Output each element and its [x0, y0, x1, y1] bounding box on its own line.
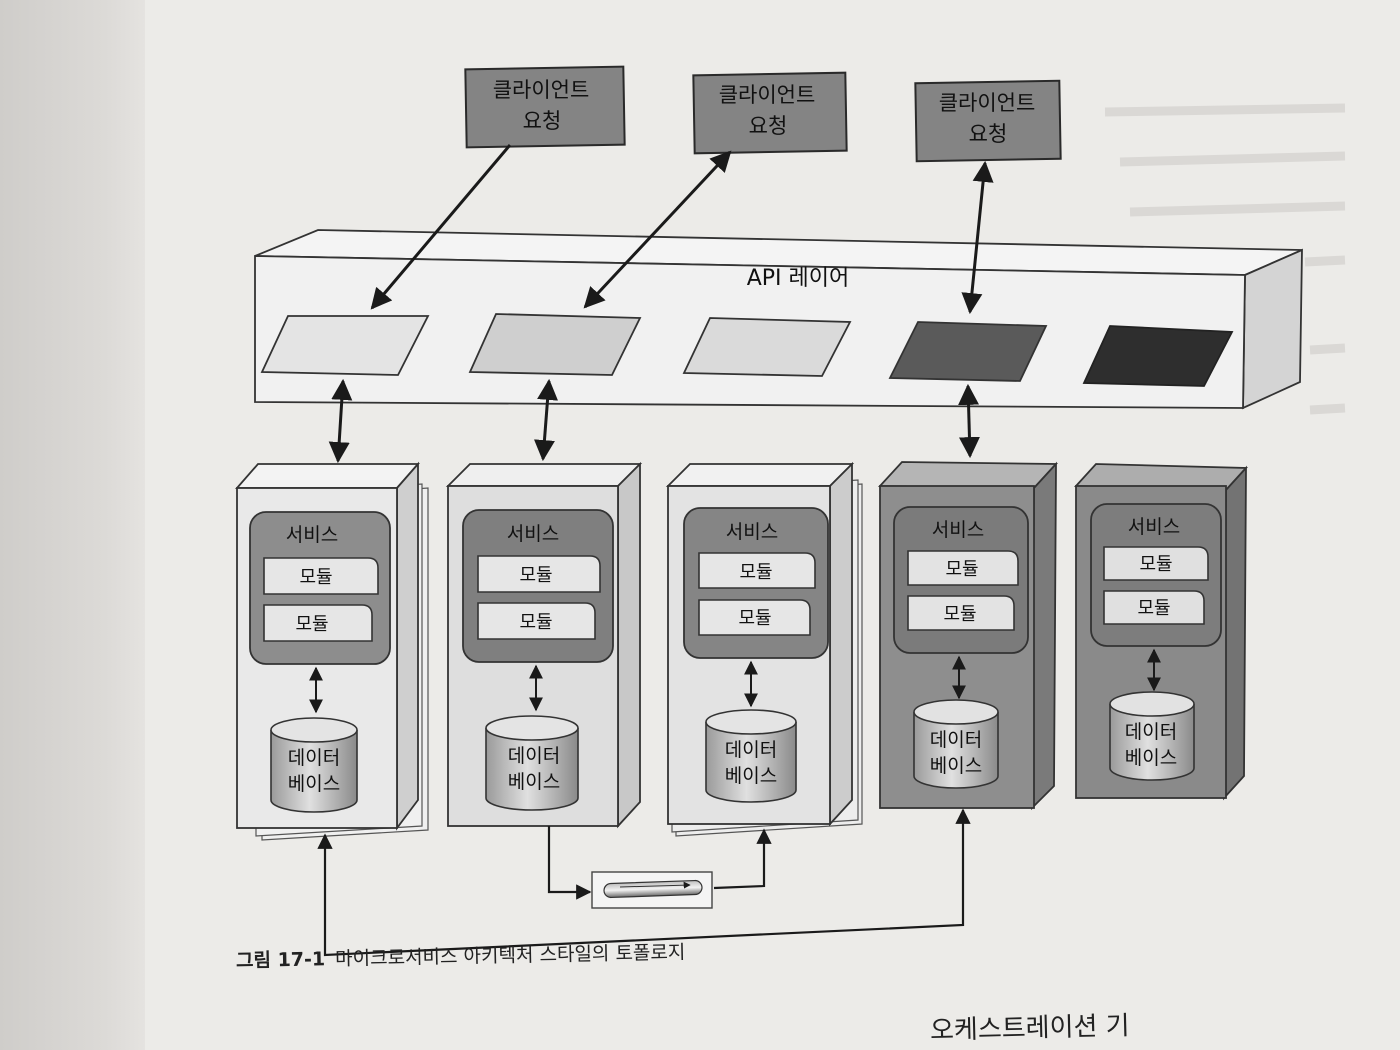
module-label: 모듈	[519, 612, 552, 633]
client-request-box: 클라이언트 요청	[464, 65, 626, 149]
database-label-line2: 베이스	[288, 773, 340, 795]
service-instance: 서비스 모듈 모듈 데이터 베이스	[445, 461, 643, 829]
database-label-line2: 베이스	[508, 771, 560, 793]
service-label: 서비스	[507, 523, 559, 545]
background-text-lines	[1104, 103, 1346, 415]
module-label: 모듈	[299, 567, 332, 588]
module-label: 모듈	[519, 565, 552, 586]
database-label-line1: 데이터	[930, 729, 982, 751]
figure-number: 그림 17-1	[235, 948, 326, 972]
api-gateway-endpoint	[682, 317, 852, 377]
database-label-line1: 데이터	[508, 745, 560, 767]
database-label-line2: 베이스	[725, 765, 777, 787]
client-label-line2: 요청	[749, 114, 788, 138]
client-label-line2: 요청	[523, 109, 562, 133]
module-label: 모듈	[738, 608, 771, 629]
database-label-line1: 데이터	[725, 739, 777, 761]
api-gateway-endpoint	[468, 313, 642, 376]
module-label: 모듈	[1137, 598, 1170, 619]
gateway-service-arrows	[328, 378, 980, 464]
message-pipe	[591, 871, 713, 909]
page-gutter	[0, 0, 150, 1050]
api-gateway-endpoint	[260, 315, 430, 376]
database-label-line1: 데이터	[288, 747, 340, 769]
client-request-box: 클라이언트 요청	[692, 71, 848, 155]
service-label: 서비스	[932, 519, 984, 541]
client-request-box: 클라이언트 요청	[914, 79, 1062, 163]
client-label-line2: 요청	[969, 122, 1008, 146]
service-instance: 서비스 모듈 모듈 데이터 베이스	[665, 461, 863, 837]
module-label: 모듈	[945, 559, 978, 580]
client-label-line1: 클라이언트	[939, 91, 1036, 115]
database-label-line1: 데이터	[1125, 721, 1177, 743]
database-label-line2: 베이스	[930, 755, 982, 777]
module-label: 모듈	[1139, 554, 1172, 575]
client-label-line1: 클라이언트	[493, 78, 590, 102]
client-gateway-arrows	[370, 144, 994, 315]
service-label: 서비스	[286, 524, 338, 546]
service-instance: 서비스 모듈 모듈 데이터 베이스	[877, 461, 1059, 811]
client-label-line1: 클라이언트	[719, 83, 816, 107]
database-icon: 데이터 베이스	[913, 699, 999, 789]
service-label: 서비스	[726, 521, 778, 543]
module-label: 모듈	[739, 562, 772, 583]
database-label-line2: 베이스	[1125, 747, 1177, 769]
module-label: 모듈	[295, 614, 328, 635]
service-label: 서비스	[1128, 516, 1180, 538]
service-instance: 서비스 모듈 모듈 데이터 베이스	[235, 461, 429, 841]
database-icon: 데이터 베이스	[1109, 691, 1195, 781]
service-instance: 서비스 모듈 모듈 데이터 베이스	[1074, 463, 1248, 801]
database-icon: 데이터 베이스	[485, 715, 579, 811]
api-layer-label: API 레이어	[747, 266, 850, 291]
module-label: 모듈	[943, 604, 976, 625]
service-connection-arrow	[317, 808, 971, 957]
database-icon: 데이터 베이스	[270, 717, 358, 813]
api-gateway-endpoint	[888, 321, 1048, 382]
database-icon: 데이터 베이스	[705, 709, 797, 803]
api-gateway-endpoint	[1082, 325, 1234, 387]
body-text-fragment: 오케스트레이션 기	[929, 1011, 1130, 1046]
